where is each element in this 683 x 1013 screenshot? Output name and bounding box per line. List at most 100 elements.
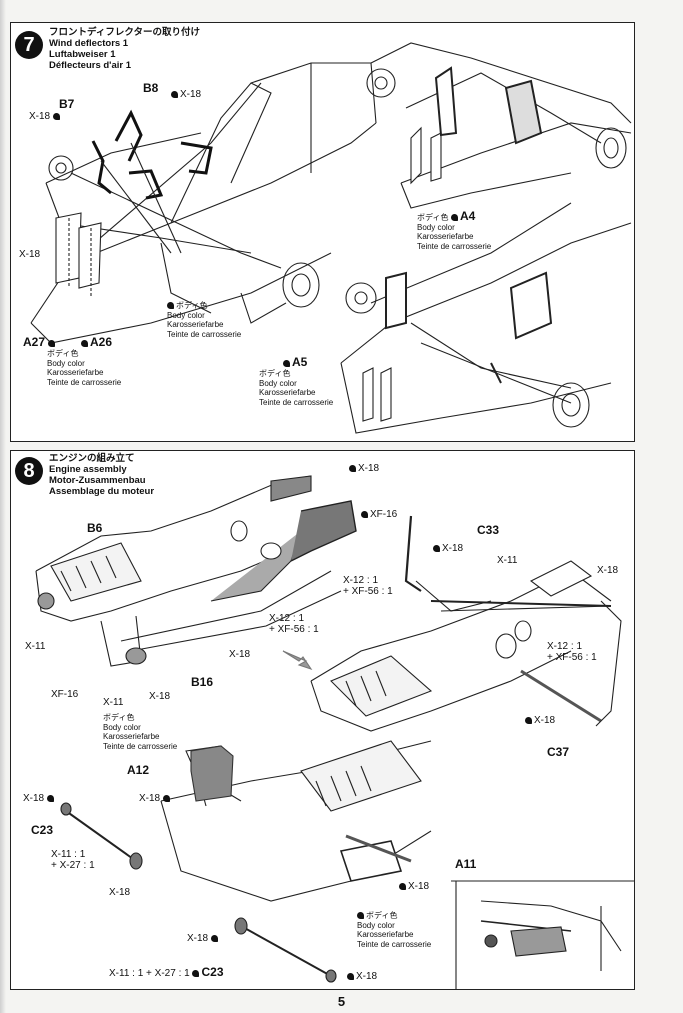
paint-note-fr: Teinte de carrosserie — [47, 377, 122, 387]
label-a5: A5 — [283, 355, 307, 369]
paint-x11-bottom: X-11 — [103, 697, 124, 708]
paint-mix-line: + XF-56 : 1 — [269, 624, 319, 635]
paint-note-de: Karosseriefarbe — [103, 732, 160, 741]
paint-drop-icon — [167, 302, 174, 309]
label-a27: A27 — [23, 335, 57, 349]
paint-x18-c23top: X-18 — [23, 793, 56, 804]
label-b6: B6 — [87, 521, 103, 535]
paint-mix-line: X-12 : 1 — [343, 575, 379, 586]
step-8-number: 8 — [15, 457, 43, 485]
paint-note-en: Body color — [259, 378, 297, 388]
paint-drop-icon — [52, 113, 60, 120]
paint-x18-end: X-18 — [347, 971, 377, 982]
step-7-titles: フロントディフレクターの取り付け Wind deflectors 1 Lufta… — [49, 27, 200, 71]
paint-mix-4: X-11 : 1 + X-27 : 1 — [51, 849, 95, 871]
paint-note-fr: Teinte de carrosserie — [167, 329, 242, 339]
paint-mix-line: X-12 : 1 — [269, 613, 305, 624]
step-8-drawing — [35, 475, 634, 989]
paint-mix-line: + XF-56 : 1 — [343, 586, 393, 597]
step-7-title-de: Luftabweiser 1 — [49, 49, 116, 60]
paint-drop-icon — [433, 545, 440, 552]
paint-drop-icon — [283, 360, 290, 367]
paint-note-a12: ボディ色 Body color Karosseriefarbe Teinte d… — [103, 713, 177, 751]
paint-note-fr: Teinte de carrosserie — [103, 741, 178, 751]
paint-x11-left: X-11 — [25, 641, 46, 652]
paint-x18-a12: X-18 — [139, 793, 172, 804]
label-a12: A12 — [127, 763, 150, 777]
label-b8: B8 — [143, 81, 159, 95]
label-c33: C33 — [477, 523, 500, 537]
step-7-title-en: Wind deflectors 1 — [49, 38, 129, 49]
step-8-title-de: Motor-Zusammenbau — [49, 475, 146, 486]
paint-mix-line: X-11 : 1 — [51, 849, 86, 860]
paint-note-en: Body color — [167, 310, 205, 320]
paint-mix-5: X-11 : 1 + X-27 : 1 C23 — [109, 965, 224, 979]
paint-note-en: Body color — [357, 920, 395, 930]
step-8-title-jp: エンジンの組み立て — [49, 453, 135, 464]
label-c37: C37 — [547, 745, 570, 759]
paint-mix-3: X-12 : 1 + XF-56 : 1 — [547, 641, 597, 663]
step-8-title-fr: Assemblage du moteur — [49, 486, 155, 497]
paint-drop-icon — [451, 214, 458, 221]
step-8-titles: エンジンの組み立て Engine assembly Motor-Zusammen… — [49, 453, 154, 497]
paint-x18-mid: X-18 — [229, 649, 251, 660]
paint-note-a5: ボディ色 Body color Karosseriefarbe Teinte d… — [259, 369, 333, 407]
paint-note-jp: ボディ色 — [417, 213, 449, 222]
paint-drop-icon — [210, 935, 218, 942]
paint-drop-icon — [349, 465, 356, 472]
step-8-title-en: Engine assembly — [49, 464, 127, 475]
paint-note-de: Karosseriefarbe — [167, 320, 224, 329]
page-binding-shadow — [0, 0, 6, 1013]
paint-drop-icon — [525, 717, 532, 724]
paint-note-fr: Teinte de carrosserie — [357, 939, 432, 949]
paint-left-x18: X-18 — [19, 249, 41, 260]
paint-drop-icon — [361, 511, 368, 518]
label-a4: A4 — [451, 209, 475, 223]
paint-note-center: ボディ色 Body color Karosseriefarbe Teinte d… — [167, 301, 242, 339]
paint-note-de: Karosseriefarbe — [47, 368, 104, 377]
paint-drop-icon — [46, 795, 54, 802]
paint-note-a4: ボディ色 Body color Karosseriefarbe Teinte d… — [417, 213, 491, 251]
paint-note-jp: ボディ色 — [259, 369, 291, 378]
paint-x18-bottom: X-18 — [187, 933, 220, 944]
paint-mix-line: + X-27 : 1 — [51, 860, 95, 871]
paint-mix-2: X-12 : 1 + XF-56 : 1 — [343, 575, 393, 597]
step-7-title-fr: Déflecteurs d'air 1 — [49, 60, 131, 71]
paint-x18-right: X-18 — [597, 565, 619, 576]
paint-drop-icon — [162, 795, 170, 802]
paint-x18-top: X-18 — [349, 463, 379, 474]
paint-note-de: Karosseriefarbe — [259, 388, 316, 397]
paint-x18-c33: X-18 — [433, 543, 463, 554]
paint-mix-1: X-12 : 1 + XF-56 : 1 — [269, 613, 319, 635]
paint-drop-icon — [192, 970, 200, 977]
label-a26: A26 — [81, 335, 112, 349]
label-c23-top: C23 — [31, 823, 54, 837]
paint-drop-icon — [399, 883, 406, 890]
paint-drop-icon — [347, 973, 354, 980]
paint-x18-a11: X-18 — [399, 881, 429, 892]
paint-note-a27: ボディ色 Body color Karosseriefarbe Teinte d… — [47, 349, 121, 387]
paint-note-en: Body color — [417, 222, 455, 232]
paint-note-en: Body color — [47, 358, 85, 368]
paint-drop-icon — [81, 340, 88, 347]
paint-note-jp: ボディ色 — [47, 349, 79, 358]
paint-note-fr: Teinte de carrosserie — [259, 397, 334, 407]
paint-x18-c37: X-18 — [525, 715, 555, 726]
step-8-panel: 8 エンジンの組み立て Engine assembly Motor-Zusamm… — [10, 450, 635, 990]
paint-note-de: Karosseriefarbe — [357, 930, 414, 939]
paint-drop-icon — [357, 912, 364, 919]
label-b7: B7 — [59, 97, 75, 111]
label-b16: B16 — [191, 675, 214, 689]
paint-drop-icon — [171, 91, 178, 98]
label-a11: A11 — [455, 857, 477, 871]
page-number: 5 — [337, 994, 346, 1009]
paint-xf16-left: XF-16 — [51, 689, 79, 700]
paint-mix-line: X-12 : 1 — [547, 641, 583, 652]
paint-note-jp: ボディ色 — [103, 713, 135, 722]
paint-note-fr: Teinte de carrosserie — [417, 241, 492, 251]
paint-x18-b16: X-18 — [149, 691, 171, 702]
paint-note-a11: ボディ色 Body color Karosseriefarbe Teinte d… — [357, 911, 432, 949]
paint-xf16-top: XF-16 — [361, 509, 397, 520]
paint-drop-icon — [47, 340, 55, 347]
step-7-panel: 7 フロントディフレクターの取り付け Wind deflectors 1 Luf… — [10, 22, 635, 442]
